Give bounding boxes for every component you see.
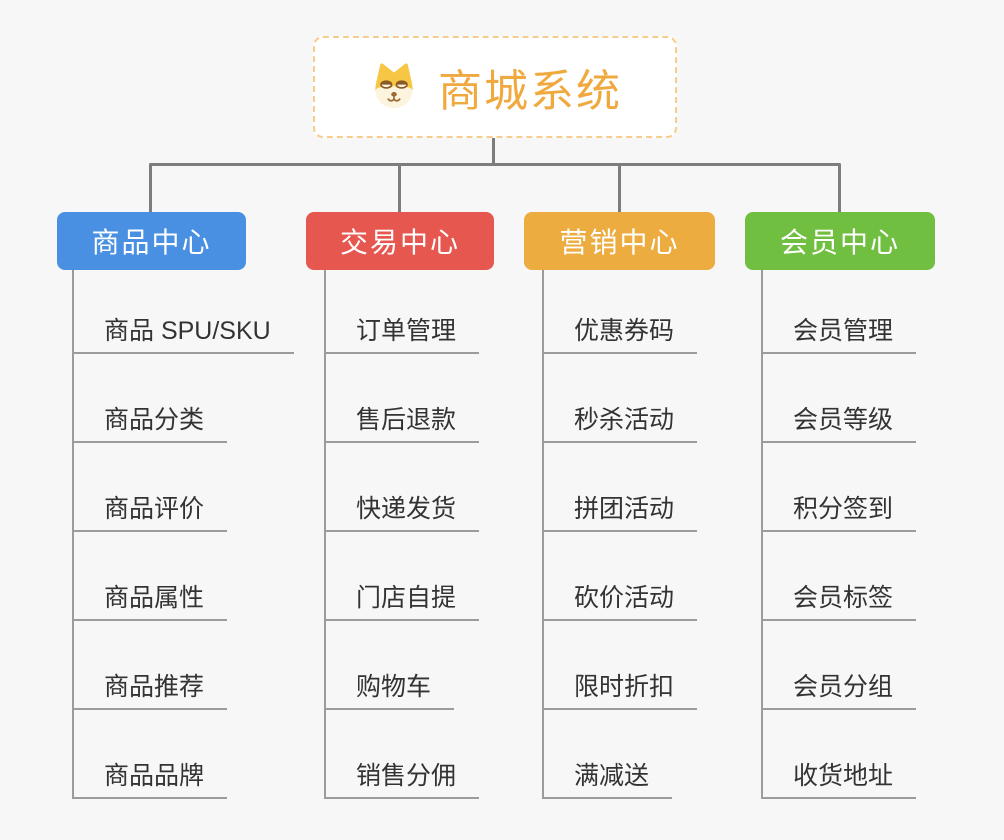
topic-item[interactable]: 会员标签	[761, 584, 917, 621]
topic-item[interactable]: 商品 SPU/SKU	[72, 317, 294, 354]
topic-item[interactable]: 快递发货	[324, 495, 480, 532]
branch-product-center[interactable]: 商品中心	[57, 212, 246, 270]
topic-item[interactable]: 商品分类	[72, 406, 228, 443]
topic-item[interactable]: 购物车	[324, 673, 455, 710]
connector-drop	[398, 164, 401, 212]
connector-drop	[838, 164, 841, 212]
root-node[interactable]: 商城系统	[313, 36, 677, 138]
topic-item[interactable]: 门店自提	[324, 584, 480, 621]
branch-line	[542, 270, 544, 799]
topic-item[interactable]: 收货地址	[761, 762, 917, 799]
branch-marketing-center[interactable]: 营销中心	[524, 212, 715, 270]
branch-items-product: 商品 SPU/SKU 商品分类 商品评价 商品属性 商品推荐 商品品牌	[72, 270, 332, 810]
branch-member-center[interactable]: 会员中心	[745, 212, 935, 270]
topic-item[interactable]: 限时折扣	[542, 673, 698, 710]
topic-item[interactable]: 会员等级	[761, 406, 917, 443]
topic-item[interactable]: 会员分组	[761, 673, 917, 710]
topic-item[interactable]: 商品属性	[72, 584, 228, 621]
connector-drop	[149, 164, 152, 212]
branch-line	[761, 270, 763, 799]
connector-root-stub	[492, 138, 495, 165]
topic-item[interactable]: 订单管理	[324, 317, 480, 354]
topic-item[interactable]: 秒杀活动	[542, 406, 698, 443]
branch-trade-center[interactable]: 交易中心	[306, 212, 494, 270]
branch-line	[324, 270, 326, 799]
topic-item[interactable]: 会员管理	[761, 317, 917, 354]
topic-item[interactable]: 商品品牌	[72, 762, 228, 799]
topic-item[interactable]: 满减送	[542, 762, 673, 799]
branch-items-trade: 订单管理 售后退款 快递发货 门店自提 购物车 销售分佣	[324, 270, 584, 810]
branch-items-marketing: 优惠券码 秒杀活动 拼团活动 砍价活动 限时折扣 满减送	[542, 270, 802, 810]
topic-item[interactable]: 优惠券码	[542, 317, 698, 354]
topic-item[interactable]: 砍价活动	[542, 584, 698, 621]
dog-face-icon	[368, 61, 420, 113]
topic-item[interactable]: 商品评价	[72, 495, 228, 532]
branch-items-member: 会员管理 会员等级 积分签到 会员标签 会员分组 收货地址	[761, 270, 1004, 810]
topic-item[interactable]: 积分签到	[761, 495, 917, 532]
connector-trunk	[149, 163, 841, 166]
branch-line	[72, 270, 74, 799]
topic-item[interactable]: 售后退款	[324, 406, 480, 443]
root-title: 商城系统	[438, 67, 622, 116]
topic-item[interactable]: 销售分佣	[324, 762, 480, 799]
connector-drop	[618, 164, 621, 212]
topic-item[interactable]: 商品推荐	[72, 673, 228, 710]
topic-item[interactable]: 拼团活动	[542, 495, 698, 532]
